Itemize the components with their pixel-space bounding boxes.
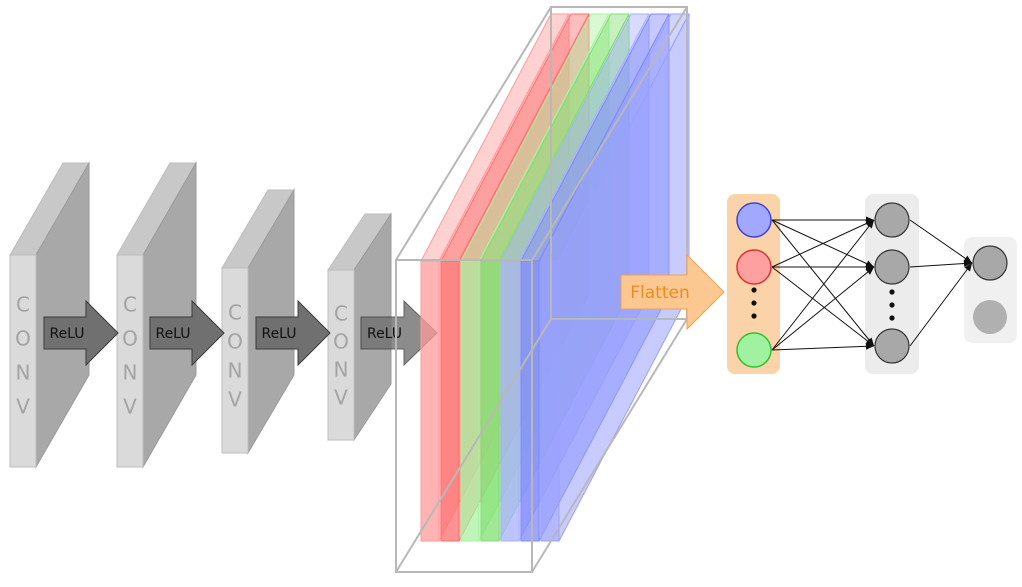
arrow-shape [149, 299, 225, 367]
ellipsis-dot [889, 302, 895, 308]
stack-box-back [550, 6, 688, 320]
input-neuron [736, 202, 772, 238]
connection-arrowhead [865, 267, 874, 275]
dense-network [727, 194, 1017, 374]
conv-block-front-face [9, 254, 37, 468]
flatten-label: Flatten [630, 283, 689, 303]
relu-arrow-1: ReLU [43, 299, 119, 367]
connection-line [771, 219, 875, 347]
connection-line [909, 262, 973, 347]
connection-line [771, 266, 875, 347]
conv-letter: O [333, 330, 349, 354]
conv-letter: N [334, 358, 349, 382]
conv-letter: C [334, 302, 348, 326]
connection-arrowhead [866, 220, 874, 229]
input-neuron [736, 249, 772, 285]
conv-block-front-face [116, 254, 144, 468]
arrow-shape [43, 299, 119, 367]
connection-arrowhead [963, 260, 972, 268]
connection-line [909, 262, 973, 268]
ellipsis-dot [889, 289, 895, 295]
feature-map-front [460, 260, 480, 542]
ellipsis-dot [751, 300, 757, 306]
output-neuron [972, 245, 1008, 281]
arrow-shape [255, 299, 331, 367]
ellipsis-dot [751, 313, 757, 319]
connection-arrowhead [865, 342, 874, 350]
connections [771, 216, 973, 351]
relu-label: ReLU [261, 326, 296, 342]
stack-box-front [395, 259, 533, 573]
conv-letter: O [15, 327, 31, 351]
connection-line [771, 219, 875, 268]
conv-letter: V [228, 388, 242, 412]
relu-arrows: ReLU ReLU ReLU ReLU [43, 299, 438, 367]
feature-maps [395, 6, 690, 573]
connection-line [909, 219, 973, 264]
ellipsis-dot [751, 287, 757, 293]
ellipsis-dot [889, 315, 895, 321]
output-neuron [973, 300, 1007, 334]
conv-letter: O [122, 327, 138, 351]
connection-line [771, 219, 875, 351]
feature-map-front [480, 260, 500, 542]
flatten-arrow [620, 253, 725, 331]
connection-line [771, 266, 875, 351]
stack-box-edge [531, 6, 688, 261]
conv-letter: O [227, 330, 243, 354]
conv-block-front-face [221, 267, 249, 454]
conv-block-front-face [327, 269, 355, 441]
hidden-neuron [874, 249, 910, 285]
hidden-neuron [874, 202, 910, 238]
connection-arrowhead [964, 263, 972, 272]
conv-letter: N [16, 361, 31, 385]
relu-arrow-2: ReLU [149, 299, 225, 367]
relu-label: ReLU [155, 326, 190, 342]
feature-map-front [420, 260, 440, 542]
relu-label: ReLU [49, 326, 84, 342]
conv-letter: V [123, 395, 137, 419]
conv-letter: V [16, 395, 30, 419]
stack-box-edge [395, 318, 552, 573]
flatten-step: Flatten [620, 253, 725, 331]
conv-letter: N [228, 359, 243, 383]
stack-box-edge [395, 6, 552, 261]
feature-map-front [500, 260, 520, 542]
feature-map-front [440, 260, 460, 542]
hidden-neuron [874, 328, 910, 364]
feature-map-front [520, 260, 540, 542]
conv-letter: C [16, 293, 30, 317]
relu-label: ReLU [367, 326, 402, 342]
conv-letter: N [123, 361, 138, 385]
conv-letter: C [123, 293, 137, 317]
connection-line [771, 345, 875, 351]
conv-letter: C [228, 301, 242, 325]
relu-arrow-3: ReLU [255, 299, 331, 367]
conv-letter: V [334, 386, 348, 410]
input-neuron [736, 332, 772, 368]
stack-box-edge [531, 318, 688, 573]
